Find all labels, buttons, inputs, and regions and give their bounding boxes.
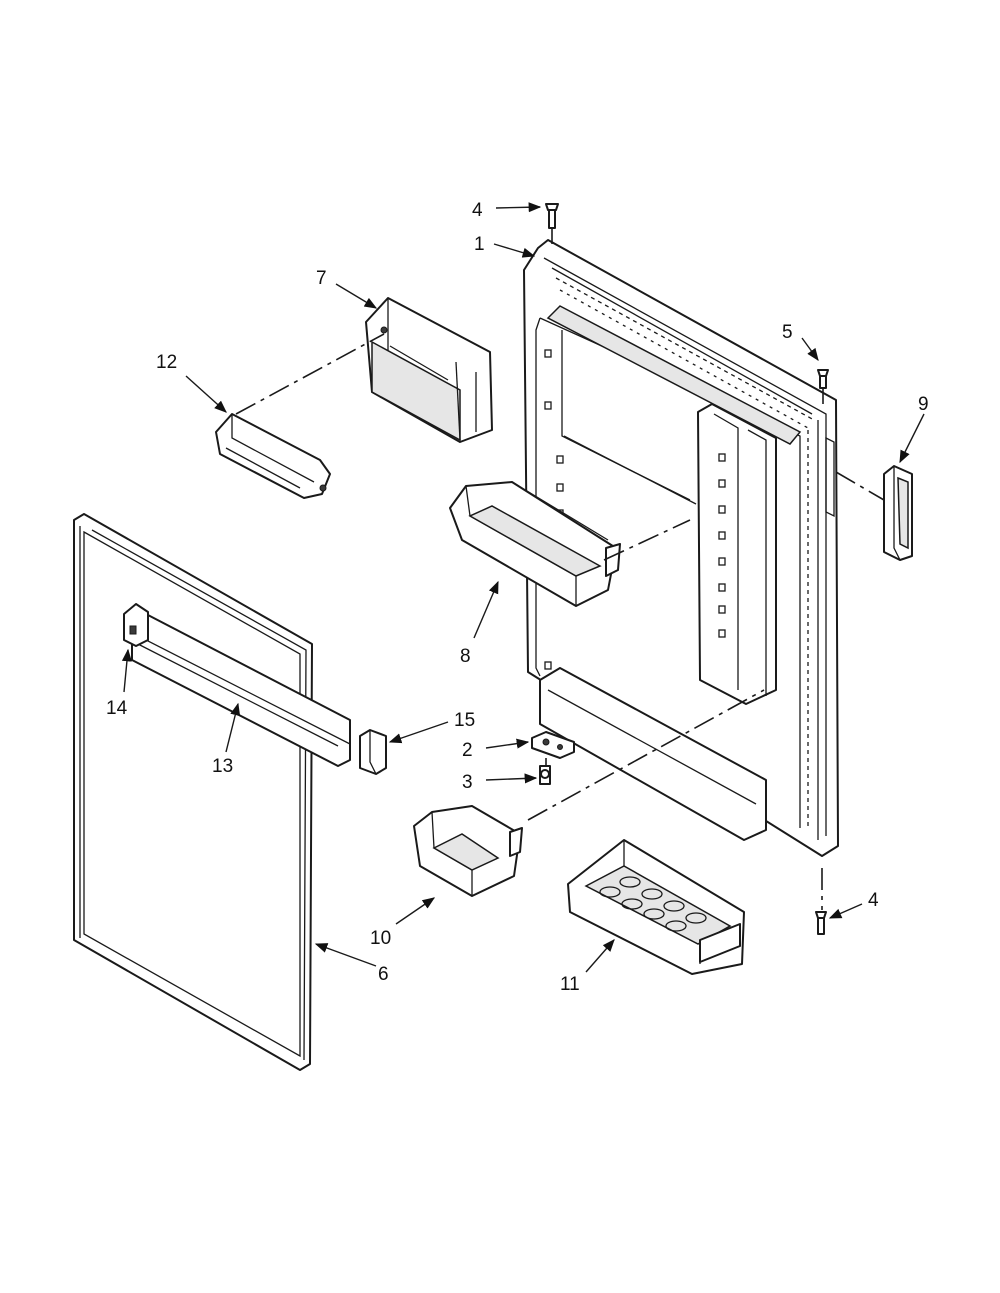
callout-15: 15 bbox=[454, 710, 475, 731]
callout-7: 7 bbox=[316, 268, 327, 289]
handle-trim-part-9 bbox=[883, 465, 913, 561]
screw-part-4-top bbox=[545, 203, 559, 229]
upper-bin-part-7 bbox=[365, 297, 493, 443]
callout-6: 6 bbox=[378, 964, 389, 985]
callout-9: 9 bbox=[918, 394, 929, 415]
end-cap-part-15 bbox=[359, 729, 387, 775]
screw-part-5 bbox=[817, 369, 829, 389]
callout-1: 1 bbox=[474, 234, 485, 255]
callout-10: 10 bbox=[370, 928, 391, 949]
liner-dimples bbox=[544, 349, 726, 670]
callout-14: 14 bbox=[106, 698, 128, 719]
callout-4-bottom: 4 bbox=[868, 890, 879, 911]
hinge-part-2 bbox=[531, 731, 575, 759]
callout-12: 12 bbox=[156, 352, 177, 373]
callout-4-top: 4 bbox=[472, 200, 483, 221]
shelf-bin-part-8 bbox=[449, 481, 621, 607]
ice-bin-part-11 bbox=[567, 839, 745, 975]
leader-arrows bbox=[121, 202, 925, 973]
end-cap-part-14 bbox=[123, 603, 149, 647]
callout-8: 8 bbox=[460, 646, 471, 667]
screw-part-4-bottom bbox=[815, 911, 827, 935]
ice-cube-cavities bbox=[599, 876, 707, 932]
bin-cover-part-12 bbox=[215, 413, 331, 499]
door-liner-part-1 bbox=[523, 239, 839, 857]
callout-11: 11 bbox=[560, 974, 580, 995]
small-bin-part-10 bbox=[413, 805, 523, 897]
callout-5: 5 bbox=[782, 322, 793, 343]
callout-2: 2 bbox=[462, 740, 473, 761]
assembly-lines bbox=[235, 228, 885, 910]
gasket-part-6 bbox=[73, 513, 313, 1071]
hinge-pin-part-3 bbox=[539, 765, 551, 785]
callout-3: 3 bbox=[462, 772, 473, 793]
callout-13: 13 bbox=[212, 756, 233, 777]
callout-labels: 4 1 5 7 12 9 8 14 13 15 2 3 10 6 11 4 bbox=[106, 200, 929, 995]
